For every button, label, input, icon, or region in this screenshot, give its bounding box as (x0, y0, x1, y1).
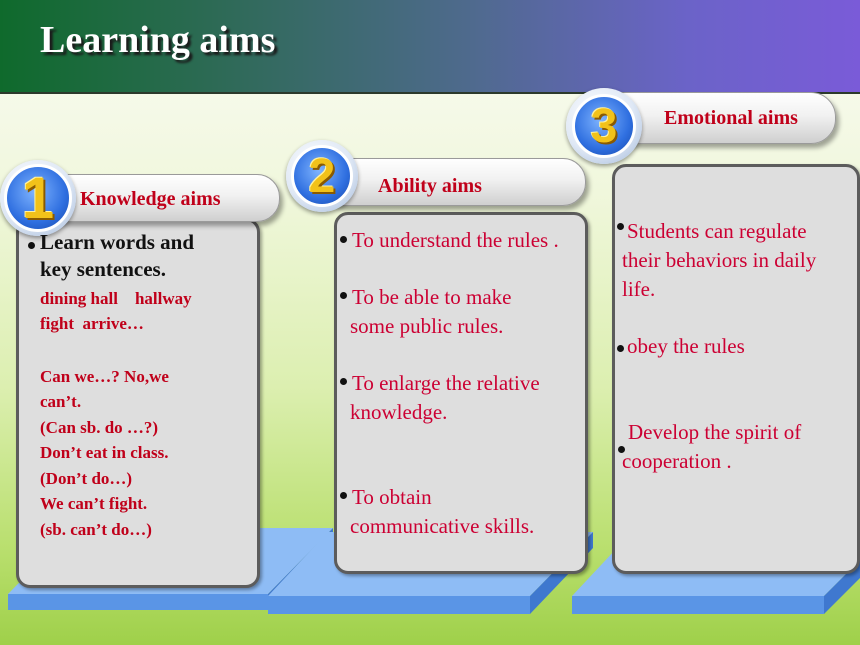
knowledge-words: fight arrive… (40, 314, 144, 333)
bullet-dot (617, 345, 624, 352)
emotional-item: obey the rules (627, 334, 745, 358)
knowledge-card (16, 218, 260, 588)
bullet-dot (618, 446, 625, 453)
ability-item: some public rules. (350, 314, 504, 338)
knowledge-sentence: Don’t eat in class. (40, 443, 169, 462)
ability-item: communicative skills. (350, 514, 535, 538)
number-badge-1: 1 (0, 160, 76, 236)
emotional-item: their behaviors in daily (622, 248, 817, 272)
ability-card (334, 212, 588, 574)
emotional-heading: Emotional aims (664, 107, 798, 129)
badge-number: 3 (590, 99, 618, 153)
knowledge-sentence: (sb. can’t do…) (40, 520, 152, 539)
ability-heading: Ability aims (378, 175, 482, 197)
emotional-item: cooperation . (622, 449, 732, 473)
title-banner: Learning aims (0, 0, 860, 94)
knowledge-sentence: (Can sb. do …?) (40, 418, 159, 437)
knowledge-sentence: Can we…? No,we (40, 367, 169, 386)
knowledge-sentence: can’t. (40, 392, 82, 411)
ability-item: To enlarge the relative (352, 371, 540, 395)
knowledge-line: key sentences. (40, 257, 166, 281)
slide-title: Learning aims (40, 19, 276, 61)
ability-item: To understand the rules . (352, 228, 559, 252)
bullet-dot (340, 236, 347, 243)
bullet-dot (617, 223, 624, 230)
number-badge-3: 3 (566, 88, 642, 164)
emotional-item: life. (622, 277, 656, 301)
ability-item: To obtain (352, 485, 432, 509)
knowledge-words: dining hall hallway (40, 289, 192, 308)
emotional-card (612, 164, 860, 574)
knowledge-line: Learn words and (40, 230, 195, 254)
emotional-item: Students can regulate (627, 219, 807, 243)
knowledge-sentence: (Don’t do…) (40, 469, 133, 488)
badge-number: 2 (308, 149, 336, 203)
knowledge-heading: Knowledge aims (80, 188, 221, 210)
knowledge-sentence: We can’t fight. (40, 494, 148, 513)
ability-pill (320, 158, 586, 206)
bullet-dot (28, 242, 35, 249)
ability-item: To be able to make (352, 285, 512, 309)
ability-item: knowledge. (350, 400, 448, 424)
badge-number: 1 (21, 165, 55, 231)
bullet-dot (340, 378, 347, 385)
bullet-dot (340, 492, 347, 499)
emotional-item: Develop the spirit of (628, 420, 802, 444)
number-badge-2: 2 (286, 140, 358, 212)
bullet-dot (340, 292, 347, 299)
